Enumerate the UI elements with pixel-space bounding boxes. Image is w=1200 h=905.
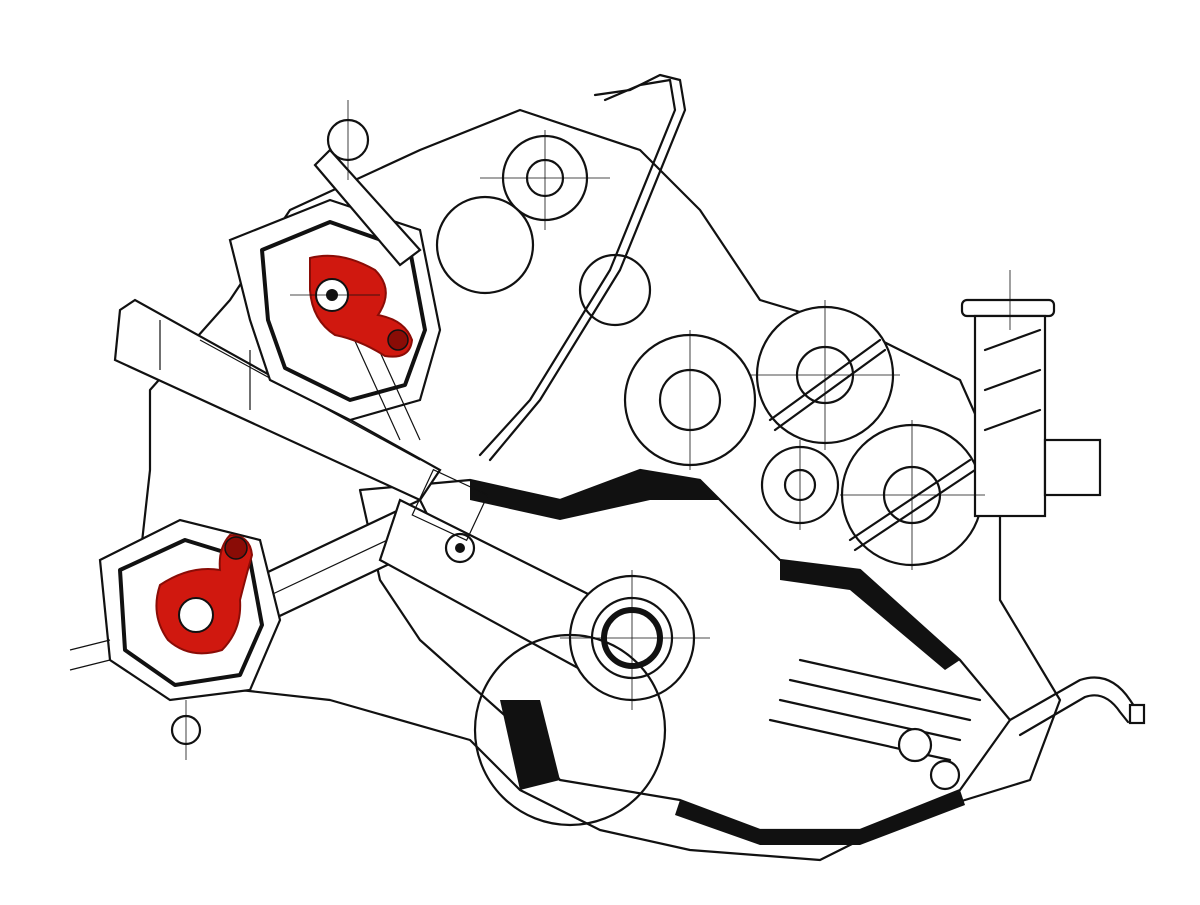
upper-cylinder	[113, 298, 442, 502]
center-lines	[185, 100, 1011, 760]
breather-tube	[960, 298, 1102, 518]
gear-train	[623, 305, 984, 567]
crankcase	[138, 108, 1062, 862]
gearbox-linkage	[768, 658, 1146, 791]
lower-cam-lobe	[155, 533, 254, 655]
upper-cam-lobe	[309, 254, 414, 358]
